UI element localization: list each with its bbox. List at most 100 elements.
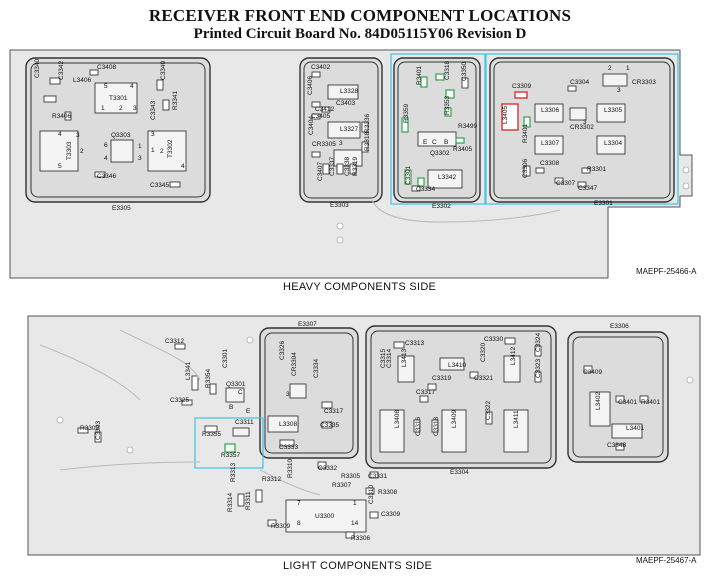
top-label-c3304: C3304 xyxy=(570,79,590,86)
top-label-c3404: C3404 xyxy=(308,115,315,135)
top-traces xyxy=(336,166,690,244)
bottom-label-c3334: C3334 xyxy=(313,358,320,378)
bottom-label-r3309: R3309 xyxy=(271,523,291,530)
bottom-label-c3401: C3401 xyxy=(618,399,638,406)
top-label-cr3303: CR3303 xyxy=(632,79,656,86)
top-label-1: 1 xyxy=(101,105,105,112)
bottom-label-c3332: C3332 xyxy=(318,465,338,472)
top-label-cr3305: CR3305 xyxy=(312,141,336,148)
top-label-r3353: R3353 xyxy=(444,95,451,115)
bottom-label-l3401: L3401 xyxy=(626,425,644,432)
bottom-label-r3355: R3355 xyxy=(202,431,222,438)
top-label-c3346: C3346 xyxy=(97,173,117,180)
bottom-label-e3307: E3307 xyxy=(298,321,317,328)
bottom-label-c3331: C3331 xyxy=(368,473,388,480)
top-label-r3405: R3405 xyxy=(453,146,473,153)
top-label-2: 2 xyxy=(608,65,612,72)
bottom-label-c3322: C3322 xyxy=(485,400,492,420)
top-label-cr3302: CR3302 xyxy=(570,124,594,131)
bottom-label-c3310: C3310 xyxy=(368,484,375,504)
top-label-r3406: R3406 xyxy=(52,113,72,120)
top-label-3: 3 xyxy=(133,105,137,112)
top-label-5: 5 xyxy=(58,163,62,170)
bottom-label-e3306: E3306 xyxy=(610,323,629,330)
top-label-l3327: L3327 xyxy=(340,126,358,133)
bottom-label-8: 8 xyxy=(297,520,301,527)
top-label-2: 2 xyxy=(160,148,164,155)
bottom-label-r3311: R3311 xyxy=(245,491,252,510)
top-label-c3309: C3309 xyxy=(512,83,532,90)
top-board-caption: HEAVY COMPONENTS SIDE xyxy=(283,281,437,293)
top-label-r3336: R3336 xyxy=(364,113,371,133)
bottom-label-r3354: R3354 xyxy=(205,368,212,388)
bottom-label-c3303: C3303 xyxy=(95,420,102,440)
bottom-label-l3402: L3402 xyxy=(595,392,602,410)
bottom-label-1: 1 xyxy=(353,500,357,507)
top-label-c3407: C3407 xyxy=(317,161,324,181)
highlight-box-e3302 xyxy=(390,53,486,205)
bottom-label-r3312: R3312 xyxy=(262,476,282,483)
bottom-label-e3304: E3304 xyxy=(450,469,469,476)
top-label-3: 3 xyxy=(339,140,343,147)
bottom-label-r3306: R3306 xyxy=(351,535,371,542)
top-label-l3304: L3304 xyxy=(604,140,622,147)
top-label-l3406: L3406 xyxy=(73,77,91,84)
top-label-r3499: R3499 xyxy=(458,123,478,130)
bottom-label-q3301: Q3301 xyxy=(226,381,246,388)
bottom-label-c3313: C3313 xyxy=(405,340,425,347)
bottom-label-c3320: C3320 xyxy=(480,342,487,362)
bottom-label-cr3304: CR3304 xyxy=(291,352,298,376)
bottom-label-c3309: C3309 xyxy=(381,511,401,518)
bottom-label-c3330: C3330 xyxy=(484,336,504,343)
top-label-3: 3 xyxy=(617,87,621,94)
top-label-r3359: R3359 xyxy=(403,103,410,123)
page-title: RECEIVER FRONT END COMPONENT LOCATIONS xyxy=(148,6,572,25)
bottom-label-r3302: R3302 xyxy=(80,425,100,432)
bottom-label-r3310: R3310 xyxy=(287,458,294,478)
bottom-label-c3319: C3319 xyxy=(432,375,452,382)
top-label-4: 4 xyxy=(104,155,108,162)
top-label-b: B xyxy=(444,139,448,146)
top-label-e3303: E3303 xyxy=(330,202,349,209)
bottom-label-c3318: C3318 xyxy=(433,416,440,436)
top-label-e3305: E3305 xyxy=(112,205,131,212)
bottom-label-c3301: C3301 xyxy=(222,348,229,368)
bottom-label-l3409: L3409 xyxy=(451,410,458,428)
top-label-5: 5 xyxy=(104,83,108,90)
top-label-e3302: E3302 xyxy=(432,203,451,210)
bottom-label-b: B xyxy=(229,404,233,411)
zone-e3301 xyxy=(489,57,675,203)
top-label-l3342: L3342 xyxy=(438,174,456,181)
top-label-c3345: C3345 xyxy=(150,182,170,189)
top-label-c3334: C3334 xyxy=(416,186,436,193)
top-label-6: 6 xyxy=(104,142,108,149)
top-label-e3301: E3301 xyxy=(594,200,613,207)
top-label-1: 1 xyxy=(138,143,142,150)
bottom-label-c3321: C3321 xyxy=(474,375,494,382)
top-label-4: 4 xyxy=(58,131,62,138)
top-board-drawing-ref: MAEPF-25466-A xyxy=(636,267,697,276)
bottom-label-l3413: L3413 xyxy=(401,349,408,367)
top-label-c3340: C3340 xyxy=(34,58,41,78)
bottom-label-u3300: U3300 xyxy=(315,513,335,520)
bottom-label-c3312: C3312 xyxy=(165,338,185,345)
top-label-q3302: Q3302 xyxy=(430,150,450,157)
top-label-3: 3 xyxy=(76,132,80,139)
bottom-label-l3308: L3308 xyxy=(279,421,297,428)
top-label-r3318: R3318 xyxy=(364,131,371,151)
bottom-label-c3324: C3324 xyxy=(535,332,542,352)
top-label-c3347: C3347 xyxy=(578,185,598,192)
bottom-label-r3313: R3313 xyxy=(230,462,237,482)
bottom-label-c3326: C3326 xyxy=(279,340,286,360)
top-label-l3328: L3328 xyxy=(340,88,358,95)
top-label-c3403: C3403 xyxy=(336,100,356,107)
top-label-3: 3 xyxy=(151,131,155,138)
bottom-board-caption: LIGHT COMPONENTS SIDE xyxy=(283,560,433,572)
bottom-label-c3333: C3333 xyxy=(279,444,299,451)
bottom-label-7: 7 xyxy=(297,500,301,507)
top-label-c3306: C3306 xyxy=(522,158,529,178)
top-label-r3301: R3301 xyxy=(587,166,607,173)
top-label-c3405: C3405 xyxy=(311,113,331,120)
